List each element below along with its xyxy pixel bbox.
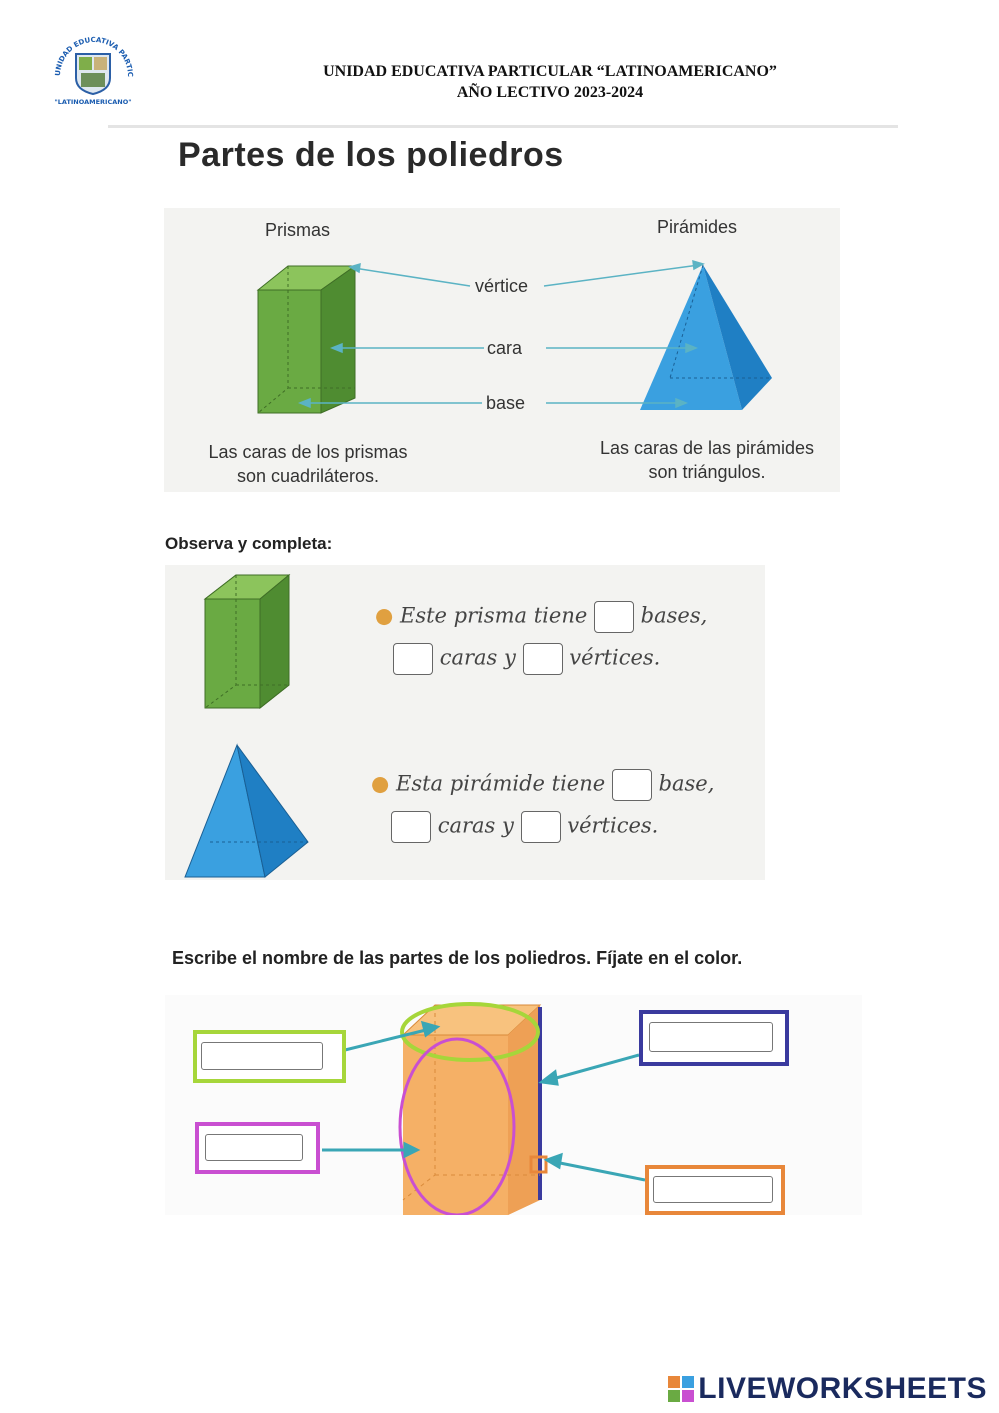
blue-pyramid-small [184,743,309,878]
observe-heading: Observa y completa: [165,534,333,553]
prism-text-a: Este prisma tiene [400,603,588,628]
page-title: Partes de los poliedros [178,136,564,174]
part-vertex: vértice [475,276,529,296]
pyramids-label: Pirámides [657,217,738,237]
diagram-shapes [256,259,772,414]
observe-panel: ● Este prisma tiene bases, caras y vérti… [165,565,765,880]
pyramid-base-input[interactable] [611,769,652,801]
pyramid-faces-input[interactable] [391,811,431,843]
prism-caption-line1: Las caras de los prismas [208,442,408,462]
pyramid-text-d: vértices. [567,813,659,838]
brand-text: LIVEWORKSHEETS [698,1372,987,1405]
pyramid-vertices-input[interactable] [520,811,561,843]
liveworksheets-logo: LIVEWORKSHEETS [668,1372,987,1406]
prisms-label: Prismas [265,220,331,240]
polyhedra-parts-diagram: Prismas Pirámides [164,208,840,492]
bullet-icon: ● [371,771,390,796]
divider [108,125,898,128]
school-year: AÑO LECTIVO 2023-2024 [456,84,644,101]
vertex-input[interactable] [653,1176,773,1203]
observe-shapes [184,573,309,878]
write-heading: Escribe el nombre de las partes de los p… [172,948,743,968]
blue-answer-box [639,1010,789,1066]
magenta-answer-box [195,1122,320,1174]
prism-text-d: vértices. [569,645,661,670]
pyramid-caption-line1: Las caras de las pirámides [599,438,815,458]
pyramid-sentence-1: ● Esta pirámide tiene base, [371,769,714,801]
bullet-icon: ● [375,603,394,628]
liveworksheets-icon [668,1376,695,1402]
green-prism [256,265,357,414]
part-base: base [486,393,526,413]
pointer-arrows [297,259,705,409]
prism-caption-line2: son cuadriláteros. [236,466,380,486]
prism-faces-input[interactable] [393,643,433,675]
logo-caption: "LATINOAMERICANO" [54,98,131,106]
pyramid-text-c: caras y [437,813,514,838]
vertex-top-face-input[interactable] [201,1042,323,1070]
pyramid-text-a: Esta pirámide tiene [396,771,606,796]
prism-caption: Las caras de los prismas son cuadriláter… [193,440,423,488]
school-logo: UNIDAD EDUCATIVA PARTICULAR "LATINOAMERI… [45,20,138,108]
pyramid-caption: Las caras de las pirámides son triángulo… [582,436,832,484]
prism-sentence-2: caras y vértices. [393,643,660,675]
school-name: UNIDAD EDUCATIVA PARTICULAR “LATINOAMERI… [323,63,777,80]
prism-text-b: bases, [640,603,708,628]
pyramid-sentence-2: caras y vértices. [391,811,658,843]
green-prism-small [203,573,291,710]
prism-sentence-1: ● Este prisma tiene bases, [375,601,707,633]
prism-text-c: caras y [439,645,516,670]
edge-input[interactable] [649,1022,773,1052]
green-answer-box [193,1030,346,1083]
part-face: cara [487,338,523,358]
prism-bases-input[interactable] [593,601,634,633]
orange-prism-diagram [322,1002,646,1215]
pyramid-caption-line2: son triángulos. [648,462,766,482]
write-panel [165,995,862,1215]
blue-pyramid [640,264,772,410]
prism-vertices-input[interactable] [522,643,563,675]
orange-answer-box [645,1165,785,1215]
face-input[interactable] [205,1134,303,1161]
pyramid-text-b: base, [658,771,715,796]
